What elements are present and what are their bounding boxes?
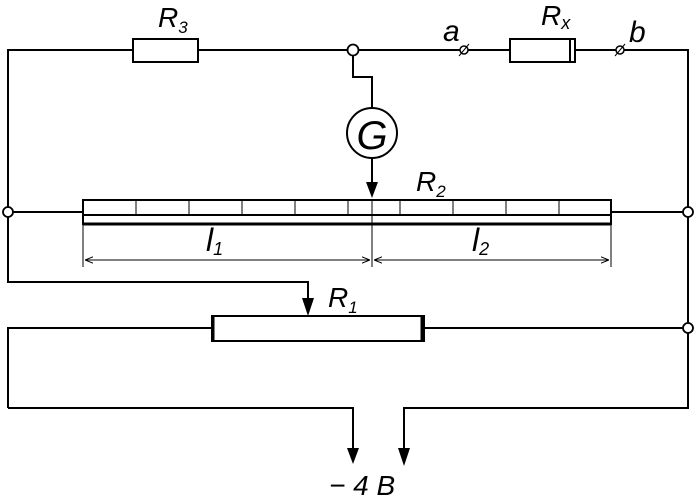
top-branch-wires	[7, 49, 689, 212]
rheostat-r1	[211, 315, 425, 342]
junction-node-top	[346, 43, 360, 57]
label-r1: R1	[328, 282, 358, 317]
galvanometer-label: G	[356, 114, 387, 158]
source-leads	[8, 333, 689, 466]
label-node-b: b	[629, 16, 646, 49]
slide-wire-scale-ticks	[135, 200, 560, 215]
label-l1: l1	[206, 222, 223, 259]
terminal-b	[614, 43, 626, 57]
slide-contact-arrow	[366, 158, 378, 198]
slide-wire-r2	[82, 199, 612, 226]
terminal-a	[458, 43, 470, 57]
galvanometer: G	[346, 107, 398, 159]
rheostat-branch-wires	[7, 217, 689, 408]
junction-node-left	[2, 206, 14, 218]
label-source-voltage: − 4 B	[329, 470, 395, 500]
label-l2: l2	[472, 222, 489, 259]
resistor-r3	[132, 38, 199, 63]
galvanometer-wire	[352, 56, 373, 108]
label-rx: Rx	[541, 0, 571, 33]
resistor-rx	[509, 38, 576, 63]
label-r3: R3	[158, 2, 188, 37]
label-node-a: a	[443, 15, 460, 48]
label-r2: R2	[416, 166, 446, 201]
dimension-lines	[82, 200, 612, 267]
junction-node-right	[682, 206, 694, 218]
junction-node-right-lower	[682, 322, 694, 334]
